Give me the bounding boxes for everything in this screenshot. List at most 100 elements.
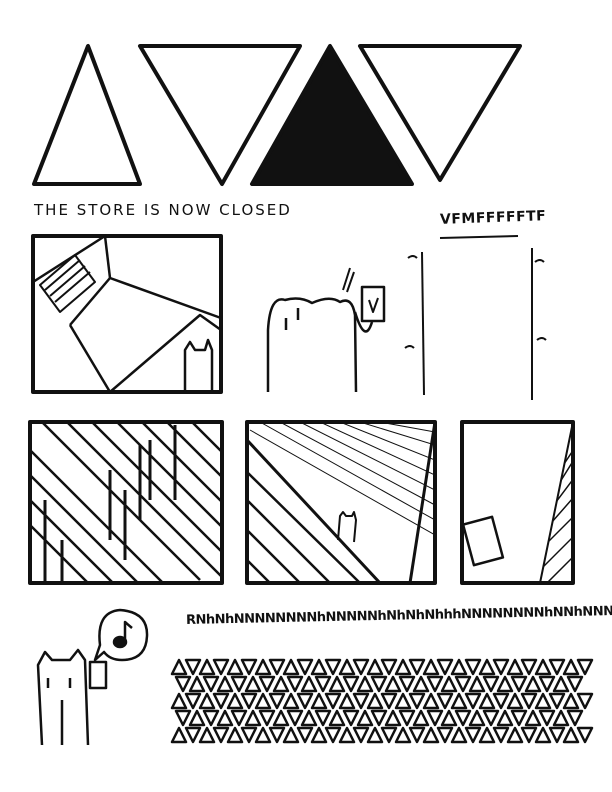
small-triangle: [436, 692, 454, 710]
triangle-up-outline: [32, 44, 142, 186]
small-triangle: [282, 658, 300, 676]
small-triangle: [198, 658, 216, 676]
small-triangle: [510, 675, 528, 693]
small-triangle: [520, 692, 538, 710]
small-triangle: [576, 726, 594, 744]
small-triangle: [524, 675, 542, 693]
speech-bubble: [93, 608, 149, 662]
small-triangle: [342, 709, 360, 727]
small-triangle: [230, 675, 248, 693]
small-triangle: [468, 675, 486, 693]
small-triangle: [328, 709, 346, 727]
small-triangle: [534, 692, 552, 710]
small-triangle: [450, 658, 468, 676]
small-triangle: [408, 726, 426, 744]
small-triangle: [216, 675, 234, 693]
small-triangle: [394, 726, 412, 744]
small-triangle: [464, 658, 482, 676]
small-triangle: [226, 658, 244, 676]
small-triangle: [492, 692, 510, 710]
small-triangle: [422, 658, 440, 676]
small-triangle: [342, 675, 360, 693]
window-blinds-icon: [39, 254, 96, 313]
small-triangle: [324, 658, 342, 676]
small-triangle: [356, 675, 374, 693]
small-triangle: [310, 658, 328, 676]
small-triangle: [454, 709, 472, 727]
small-triangle: [408, 658, 426, 676]
small-triangle: [412, 709, 430, 727]
small-triangle: [338, 692, 356, 710]
triangle-down-outline-2: [358, 44, 522, 182]
small-triangle: [482, 709, 500, 727]
small-triangle: [170, 658, 188, 676]
small-triangle: [170, 692, 188, 710]
small-triangle: [384, 675, 402, 693]
small-triangle: [440, 675, 458, 693]
triangle-pattern: [170, 658, 594, 744]
small-triangle: [268, 658, 286, 676]
character-small: [183, 338, 214, 392]
small-triangle: [216, 709, 234, 727]
small-triangle: [226, 726, 244, 744]
small-triangle: [230, 709, 248, 727]
panel-room: [31, 234, 223, 394]
small-triangle: [464, 692, 482, 710]
small-triangle: [562, 726, 580, 744]
small-triangle: [506, 658, 524, 676]
small-triangle: [240, 726, 258, 744]
small-triangle: [314, 709, 332, 727]
small-triangle: [566, 709, 584, 727]
small-triangle: [254, 726, 272, 744]
small-triangle: [286, 709, 304, 727]
small-triangle: [212, 726, 230, 744]
small-triangle: [338, 726, 356, 744]
small-triangle: [520, 658, 538, 676]
small-triangle: [310, 726, 328, 744]
small-triangle: [566, 675, 584, 693]
character-tiny: [337, 511, 357, 543]
small-triangle: [244, 675, 262, 693]
small-triangle: [464, 726, 482, 744]
small-triangle: [352, 726, 370, 744]
small-triangle: [202, 709, 220, 727]
small-triangle: [562, 658, 580, 676]
small-triangle: [398, 709, 416, 727]
small-triangle: [184, 692, 202, 710]
small-triangle: [436, 726, 454, 744]
small-triangle: [576, 658, 594, 676]
small-triangle: [426, 709, 444, 727]
small-triangle: [300, 675, 318, 693]
small-triangle: [496, 675, 514, 693]
small-triangle: [510, 709, 528, 727]
signal-waves-icon: [342, 267, 355, 293]
triangle-up-black: [250, 44, 414, 186]
small-triangle: [366, 692, 384, 710]
small-triangle: [496, 709, 514, 727]
small-triangle: [286, 675, 304, 693]
small-triangle: [370, 709, 388, 727]
music-note-icon: [112, 620, 133, 649]
panel-pillars: [28, 420, 224, 585]
small-triangle: [300, 709, 318, 727]
small-triangle: [548, 726, 566, 744]
small-triangle: [524, 709, 542, 727]
small-triangle: [562, 692, 580, 710]
small-triangle: [422, 726, 440, 744]
small-triangle: [548, 692, 566, 710]
small-triangle: [506, 726, 524, 744]
small-triangle: [370, 675, 388, 693]
small-triangle: [426, 675, 444, 693]
small-triangle: [436, 658, 454, 676]
small-triangle: [552, 709, 570, 727]
small-triangle: [212, 692, 230, 710]
small-triangle: [254, 692, 272, 710]
small-triangle: [366, 658, 384, 676]
small-triangle: [366, 726, 384, 744]
small-triangle: [324, 692, 342, 710]
small-triangle: [534, 726, 552, 744]
small-triangle: [380, 692, 398, 710]
small-triangle: [254, 658, 272, 676]
small-triangle: [272, 675, 290, 693]
